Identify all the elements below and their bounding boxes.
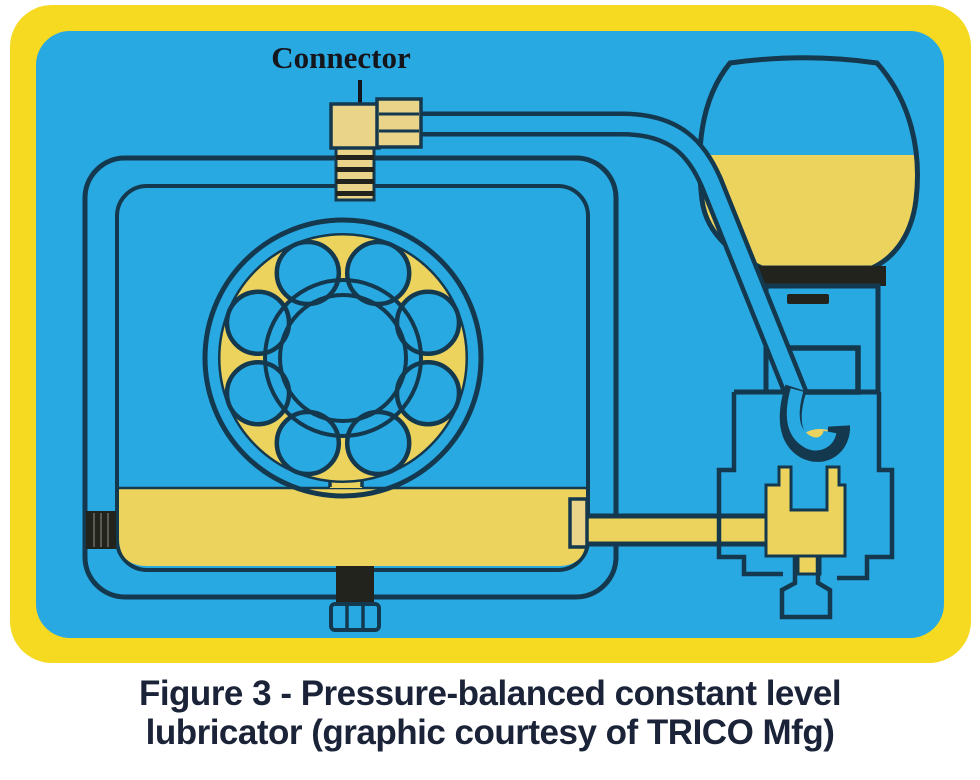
pipe-flange bbox=[568, 497, 589, 549]
connector-elbow bbox=[329, 102, 381, 150]
bearing-cage bbox=[220, 235, 466, 481]
outer-race-outline bbox=[202, 217, 484, 499]
connector-fitting bbox=[329, 80, 423, 202]
oil-sump bbox=[119, 486, 586, 566]
shaft-bore-outline bbox=[278, 293, 408, 423]
reservoir-collar bbox=[758, 266, 886, 286]
casing-right bbox=[837, 392, 895, 581]
outer-race-inner-outline bbox=[218, 233, 468, 483]
ball-bearing bbox=[202, 217, 484, 499]
constant-level-chamber bbox=[764, 465, 847, 620]
caption-line-2: lubricator (graphic courtesy of TRICO Mf… bbox=[145, 713, 835, 752]
connector-nut bbox=[375, 97, 423, 149]
bottom-drain-plug bbox=[329, 566, 381, 632]
sight-slot bbox=[787, 294, 829, 304]
inner-race-outline bbox=[263, 278, 423, 438]
lower-stem bbox=[779, 556, 833, 620]
casing-left bbox=[716, 392, 783, 577]
connector-label: Connector bbox=[271, 40, 411, 75]
caption-line-1: Figure 3 - Pressure-balanced constant le… bbox=[138, 674, 842, 713]
figure-caption: Figure 3 - Pressure-balanced constant le… bbox=[0, 674, 980, 752]
drain-plug-nut bbox=[329, 602, 381, 632]
feed-tube bbox=[420, 111, 850, 462]
side-drain-plug bbox=[86, 511, 116, 549]
oil-supply-pipe bbox=[568, 497, 780, 549]
